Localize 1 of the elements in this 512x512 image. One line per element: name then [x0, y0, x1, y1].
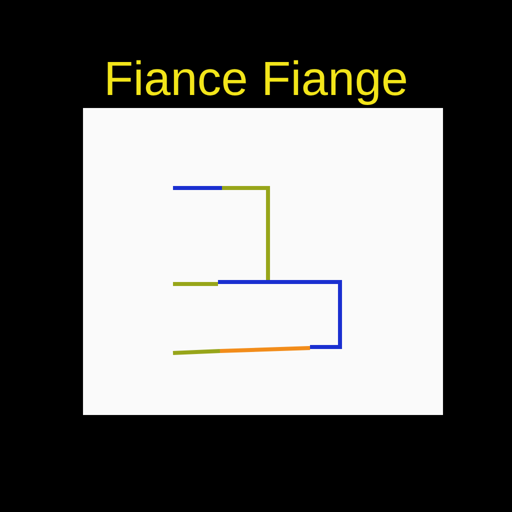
title: Fiance Fiange	[102, 52, 410, 108]
